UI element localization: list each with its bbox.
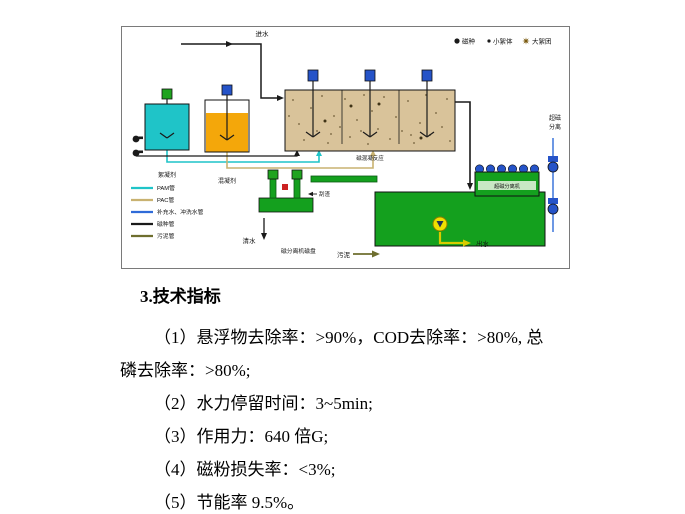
inlet-pipe: 进水 <box>181 29 284 101</box>
small-floc-dot-icon <box>487 39 491 43</box>
particle-legend-label: 大絮团 <box>532 37 552 46</box>
indicator-line-2: （2）水力停留时间：3~5min; <box>154 394 373 413</box>
flow-arrow-icon <box>294 150 300 156</box>
pump-station-base <box>258 197 314 213</box>
scraper-conveyor <box>310 175 378 183</box>
flush-pump-icon <box>547 161 559 173</box>
indicator-line-3: （3）作用力：640 倍G; <box>154 427 329 446</box>
particle-legend-label: 小絮体 <box>493 37 513 46</box>
flocculant-label: 絮凝剂 <box>158 171 176 179</box>
large-floc-particles <box>323 102 423 140</box>
flow-arrow-icon <box>277 95 284 101</box>
transfer-pipe <box>455 101 473 190</box>
pam-tank-body <box>144 103 190 151</box>
indicator-line-5: （5）节能率 9.5%。 <box>154 493 305 512</box>
indicator-line-4: （4）磁粉损失率：<3%; <box>154 460 336 479</box>
legend-label: 补充水、冲洗水管 <box>157 208 204 216</box>
indicator-line-1: （1）悬浮物去除率：>90%，COD去除率：>80%, 总 <box>154 328 544 347</box>
mixer-motor <box>307 69 319 82</box>
reaction-tank-label: 磁混凝反应 <box>356 154 384 162</box>
coagulant-label: 混凝剂 <box>218 177 236 185</box>
mixer-unit <box>362 69 378 138</box>
pump-motor <box>548 156 558 162</box>
dosing-pipes <box>136 150 376 169</box>
flow-arrow-icon <box>370 150 376 156</box>
legend-label: 污泥管 <box>157 232 175 240</box>
pipe-legend: PAM管 PAC管 补充水、冲洗水管 磁种管 污泥管 <box>131 184 204 240</box>
mixer-motor <box>221 84 233 96</box>
clean-water-label: 清水 <box>243 236 257 245</box>
magnetite-dot-icon <box>454 38 460 44</box>
magnetic-separator-complex: 超磁分离机 超磁 分离 出水 污泥 清水 磁分离机磁盘 <box>243 114 562 259</box>
mixer-motor <box>161 88 173 100</box>
flow-arrow-icon <box>372 250 380 258</box>
separator-tank-body <box>374 191 546 247</box>
separator-label-line1: 超磁 <box>549 114 561 122</box>
inflow-label: 进水 <box>256 29 270 38</box>
flow-arrow-icon <box>261 233 267 240</box>
pump-motor <box>548 198 558 204</box>
outflow-label: 出水 <box>476 239 490 248</box>
separator-label-line2: 分离 <box>549 123 561 131</box>
scraper-label: 刮渣 <box>319 190 331 198</box>
sludge-label: 污泥 <box>337 251 351 259</box>
mixer-motor <box>364 69 376 82</box>
lift-pump <box>269 177 277 199</box>
separator-disc-label: 磁分离机磁盘 <box>281 247 316 255</box>
separator-machine-label: 超磁分离机 <box>494 182 521 190</box>
technical-indicators-section: 3.技术指标 （1）悬浮物去除率：>90%，COD去除率：>80%, 总 磷去除… <box>120 282 590 514</box>
flow-arrow-icon <box>316 150 322 156</box>
flow-arrow-icon <box>467 183 473 190</box>
outflow-pipe <box>438 232 464 245</box>
legend-label: 磁种管 <box>157 220 175 228</box>
flow-arrow-icon <box>226 41 233 47</box>
flow-arrow-icon <box>308 191 313 197</box>
mixer-motor <box>421 69 433 82</box>
pac-dosing-tank: 混凝剂 <box>204 84 250 185</box>
pam-dosing-tank: 絮凝剂 <box>144 88 190 179</box>
diagram-canvas: 磁种 小絮体 大絮团 进水 <box>121 26 570 269</box>
particle-legend-label: 磁种 <box>462 37 476 46</box>
mixer-unit <box>419 69 435 138</box>
pump-motor <box>267 169 279 180</box>
magnetite-dosing-pumps <box>132 135 143 157</box>
process-flow-diagram: 磁种 小絮体 大絮团 进水 <box>121 26 570 269</box>
section-heading: 3.技术指标 <box>140 287 221 306</box>
flush-pump-icon <box>547 203 559 215</box>
flow-arrow-icon <box>463 239 471 247</box>
mixer-unit <box>305 69 321 138</box>
pac-pipe <box>226 152 374 169</box>
legend-label: PAM管 <box>157 184 175 192</box>
magnetic-coagulation-tank: 磁混凝反应 <box>284 69 456 162</box>
valve-icon <box>282 184 288 190</box>
machine-label-band <box>478 181 536 190</box>
legend-label: PAC管 <box>157 196 174 204</box>
indicator-line-1-cont: 磷去除率：>80%; <box>120 361 251 380</box>
lift-pump <box>293 177 301 199</box>
pump-motor <box>291 169 303 180</box>
particle-legend: 磁种 小絮体 大絮团 <box>454 37 552 46</box>
large-floc-star-icon <box>522 37 530 45</box>
